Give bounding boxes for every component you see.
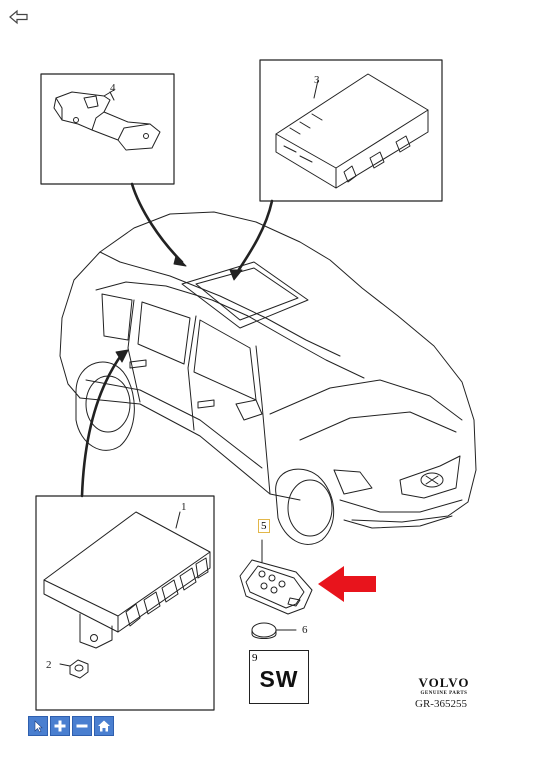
callout-4[interactable]: 4 xyxy=(110,82,116,94)
part-3-location-arrow xyxy=(234,199,274,276)
callout-9: 9 xyxy=(252,652,258,664)
software-label: SW xyxy=(259,666,299,692)
part-1-location-arrow xyxy=(80,352,124,498)
brand-tagline: GENUINE PARTS xyxy=(420,691,468,696)
diagram-reference: GR-365255 xyxy=(415,698,467,710)
part-6-coin-battery xyxy=(251,622,297,639)
zoom-toolbar xyxy=(28,716,114,738)
callout-6[interactable]: 6 xyxy=(302,624,308,636)
part-1-frame xyxy=(35,495,215,711)
part-1-control-module xyxy=(43,511,211,649)
pointer-button[interactable] xyxy=(28,716,48,736)
zoom-out-button[interactable] xyxy=(72,716,92,736)
home-button[interactable] xyxy=(94,716,114,736)
part-3-module xyxy=(275,73,429,189)
highlight-arrow xyxy=(318,566,376,602)
vehicle-outline xyxy=(59,211,477,545)
home-icon xyxy=(98,720,110,732)
part-5-key-fob xyxy=(239,539,313,615)
part-4-bracket xyxy=(53,89,161,151)
pointer-icon xyxy=(34,720,43,733)
zoom-in-icon xyxy=(54,720,66,732)
part-3-frame xyxy=(259,59,443,202)
callout-5[interactable]: 5 xyxy=(258,519,270,533)
callout-3[interactable]: 3 xyxy=(314,74,320,86)
brand-logo: VOLVO GENUINE PARTS xyxy=(404,676,484,698)
back-button[interactable] xyxy=(8,8,30,26)
back-arrow-icon xyxy=(9,9,28,25)
zoom-in-button[interactable] xyxy=(50,716,70,736)
brand-name: VOLVO xyxy=(418,675,470,690)
part-4-location-arrow xyxy=(130,182,184,264)
part-4-frame xyxy=(40,73,175,185)
callout-1[interactable]: 1 xyxy=(181,501,187,513)
part-2-nut xyxy=(59,659,89,679)
zoom-out-icon xyxy=(76,724,88,728)
callout-2[interactable]: 2 xyxy=(46,659,52,671)
software-box[interactable] xyxy=(249,650,309,704)
